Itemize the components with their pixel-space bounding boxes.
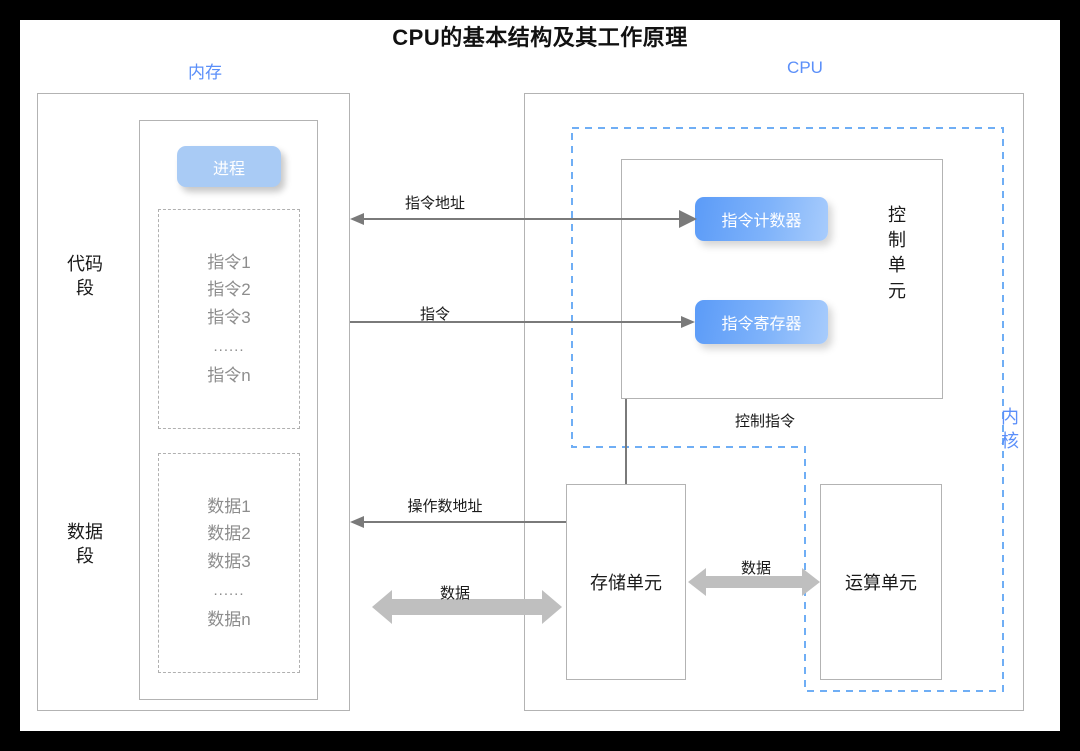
code-segment-list: 指令1 指令2 指令3 ...... 指令n <box>159 210 299 428</box>
list-item: 数据n <box>207 609 251 629</box>
alu-unit-label: 运算单元 <box>845 573 917 593</box>
data-double-arrow-memory <box>372 590 562 624</box>
list-item: 指令2 <box>207 280 251 300</box>
cpu-section-label: CPU <box>787 58 823 77</box>
instruction-label: 指令 <box>419 306 450 323</box>
list-item: 指令n <box>207 365 251 385</box>
control-unit-label: 控制单元 <box>888 205 906 301</box>
control-instruction-label: 控制指令 <box>734 413 795 430</box>
instruction-arrow <box>350 316 695 328</box>
memory-section-label: 内存 <box>188 63 222 82</box>
list-item: 数据3 <box>207 552 251 571</box>
diagram-canvas: CPU的基本结构及其工作原理 内存 CPU 进程 代码段 指令1 指令2 指令3… <box>20 20 1060 731</box>
list-item-ellipsis: ...... <box>213 581 245 599</box>
storage-unit-box: 存储单元 <box>566 484 686 680</box>
list-item-ellipsis: ...... <box>213 337 245 355</box>
instruction-register-chip: 指令寄存器 <box>695 300 828 344</box>
alu-unit-box: 运算单元 <box>820 484 942 680</box>
page-title: CPU的基本结构及其工作原理 <box>392 25 688 50</box>
data-cpu-label: 数据 <box>740 560 771 577</box>
data-segment-label: 数据段 <box>67 522 103 567</box>
code-segment-box: 指令1 指令2 指令3 ...... 指令n <box>158 209 300 429</box>
operand-address-arrow <box>350 516 566 528</box>
instruction-counter-chip: 指令计数器 <box>695 197 828 241</box>
kernel-boundary <box>571 127 1004 692</box>
instruction-address-label: 指令地址 <box>404 195 465 212</box>
data-segment-list: 数据1 数据2 数据3 ...... 数据n <box>159 454 299 672</box>
connector-lines <box>350 210 820 624</box>
operand-address-label: 操作数地址 <box>407 498 483 515</box>
list-item: 数据1 <box>207 496 251 516</box>
data-segment-box: 数据1 数据2 数据3 ...... 数据n <box>158 453 300 673</box>
list-item: 数据2 <box>207 524 251 544</box>
storage-unit-label: 存储单元 <box>590 573 662 593</box>
instruction-address-arrow <box>350 213 695 225</box>
list-item: 指令3 <box>207 308 251 327</box>
list-item: 指令1 <box>207 252 251 272</box>
data-double-arrow-cpu <box>688 568 820 596</box>
code-segment-label: 代码段 <box>67 254 103 299</box>
process-badge: 进程 <box>177 146 281 187</box>
kernel-label: 内核 <box>1001 407 1019 452</box>
data-memory-label: 数据 <box>439 585 470 602</box>
